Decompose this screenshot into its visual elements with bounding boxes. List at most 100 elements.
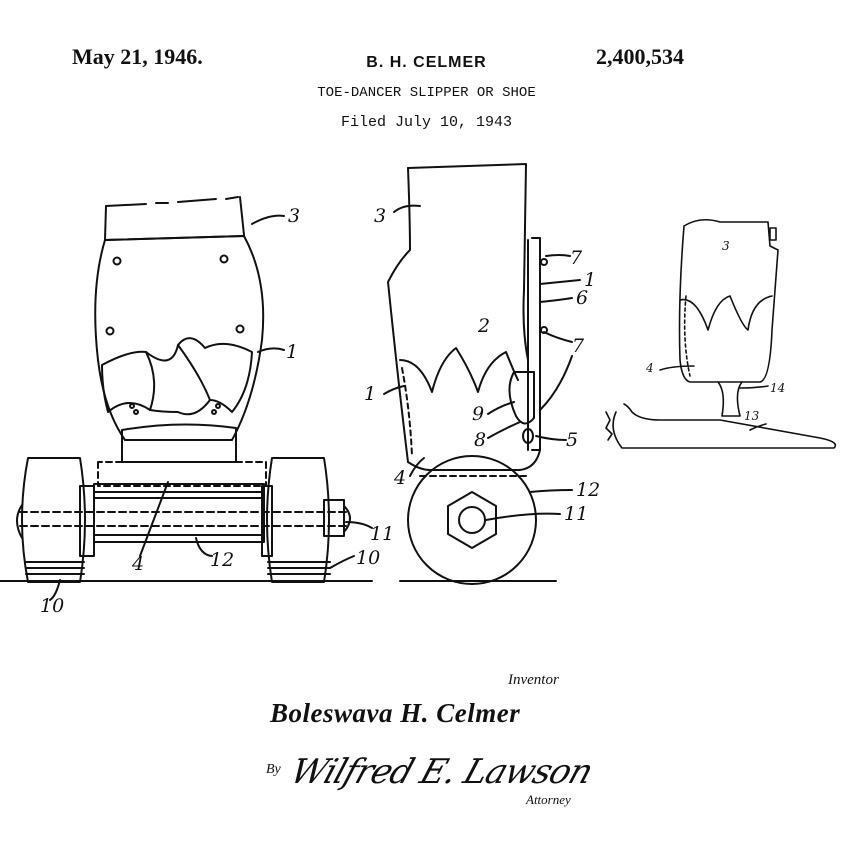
fig2-leader-3 (393, 204, 421, 213)
fig2-petal-edge (399, 347, 519, 393)
ref-numeral: 5 (566, 429, 578, 451)
fig1-axle-end (343, 505, 351, 533)
fig2-leader-11 (485, 512, 561, 521)
ref-numeral: 4 (393, 467, 406, 489)
ref-numeral: 3 (374, 205, 386, 227)
fig1-top-left-edge (104, 205, 107, 241)
ref-numeral: 4 (645, 361, 654, 375)
fig1-stitch (129, 403, 135, 409)
ref-numeral: 13 (744, 409, 760, 423)
fig1-right-spacer (261, 485, 273, 557)
fig1-right-wheel (266, 457, 330, 583)
fig1-left-wheel (21, 457, 86, 583)
fig1-petal (177, 337, 253, 413)
fig2-leader-7c (539, 355, 573, 411)
fig2-leader-8 (487, 421, 521, 439)
inventor-heading: B. H. CELMER (366, 54, 487, 71)
ref-numeral: 4 (131, 553, 144, 575)
fig1-eyelet (105, 326, 115, 336)
fig2-leader-4 (409, 457, 425, 477)
patent-title: TOE-DANCER SLIPPER OR SHOE (317, 85, 536, 101)
by-label: By (266, 762, 281, 777)
ref-numeral: 9 (472, 403, 484, 425)
fig2-leader-9 (487, 401, 515, 415)
fig1-leader-12 (195, 537, 213, 557)
fig1-stitch (133, 409, 139, 415)
ref-numeral: 7 (570, 247, 583, 269)
fig3-leader-14 (739, 385, 769, 389)
inventor-label: Inventor (508, 672, 559, 688)
fig3-petal-edge (679, 295, 773, 331)
fig2-leader-7b (543, 331, 573, 343)
fig3-shoe (678, 218, 779, 383)
fig1-left-spacer (79, 485, 95, 557)
fig3-lining-dashed (683, 295, 691, 377)
fig1-shoe-body (94, 235, 265, 441)
fig2-lining-dashed (401, 367, 413, 457)
ref-numeral: 7 (572, 335, 585, 357)
fig2-leader-7 (545, 254, 571, 257)
filed-date: Filed July 10, 1943 (340, 114, 513, 131)
fig1-leader-1 (257, 347, 285, 353)
fig1-heel-block (121, 423, 237, 463)
fig3-toe-pick (605, 411, 613, 441)
fig2-leader-1 (539, 279, 581, 285)
ref-numeral: 8 (474, 429, 486, 451)
fig2-leader-5 (535, 435, 567, 441)
fig2-ankle-clip (508, 371, 535, 425)
fig2-upper-back (407, 163, 529, 361)
ref-numeral: 1 (584, 269, 596, 291)
ref-numeral: 14 (770, 381, 785, 395)
fig2-pin (522, 428, 534, 444)
fig3-clip (769, 227, 777, 241)
attorney-label: Attorney (526, 792, 571, 807)
ref-numeral: 10 (356, 547, 380, 569)
patent-header: May 21, 1946. B. H. CELMER 2,400,534 TOE… (0, 0, 853, 150)
fig1-leader-10b (49, 579, 61, 601)
fig1-axle-nut (323, 499, 345, 537)
figure-2-side-view (383, 163, 581, 585)
fig2-rivet (540, 258, 548, 266)
fig1-petal (145, 344, 211, 416)
fig2-sole (407, 449, 541, 471)
fig2-axle-nut (447, 491, 497, 549)
figure-3-skate-view (605, 218, 837, 449)
ref-numeral: 3 (288, 205, 300, 227)
ref-numeral: 12 (210, 549, 234, 571)
fig2-leader-1b (383, 385, 405, 395)
fig3-blade (612, 403, 837, 449)
ref-numeral: 11 (564, 503, 588, 525)
fig1-petal (101, 350, 156, 413)
ref-numeral: 1 (364, 383, 376, 405)
fig2-axle (458, 506, 486, 534)
fig3-leader-4 (659, 365, 695, 371)
patent-date: May 21, 1946. (72, 44, 203, 69)
fig2-upper-front (387, 167, 411, 463)
fig3-leader-13 (749, 423, 767, 431)
fig1-upper-line (104, 235, 245, 241)
ref-numeral: 1 (286, 341, 298, 363)
fig1-leader-10 (329, 555, 355, 569)
fig2-heel-counter (531, 237, 541, 451)
fig1-stitch (211, 409, 217, 415)
fig2-leader-6 (539, 297, 573, 303)
inventor-signature: Boleswava H. Celmer (270, 698, 521, 728)
fig1-leader-3 (251, 214, 285, 225)
ref-numeral: 12 (576, 479, 600, 501)
reference-numerals: 3 1 4 12 11 10 10 3 7 1 6 2 7 1 9 8 5 4 … (40, 205, 785, 617)
fig1-eyelet (112, 256, 122, 266)
fig2-wheel (407, 455, 537, 585)
fig1-eyelet (219, 254, 229, 264)
ref-numeral: 2 (477, 315, 490, 337)
ref-numeral: 3 (722, 239, 730, 253)
fig1-leader-4 (139, 481, 169, 557)
ref-numeral: 6 (576, 287, 588, 309)
fig1-heel-dashed (97, 461, 267, 487)
patent-number: 2,400,534 (596, 44, 684, 69)
attorney-signature: Wilfred E. Lawson (285, 752, 598, 792)
fig1-stitch (215, 403, 221, 409)
fig1-eyelet (235, 324, 245, 334)
figure-1-front-view (0, 196, 373, 601)
ref-numeral: 11 (370, 523, 394, 545)
